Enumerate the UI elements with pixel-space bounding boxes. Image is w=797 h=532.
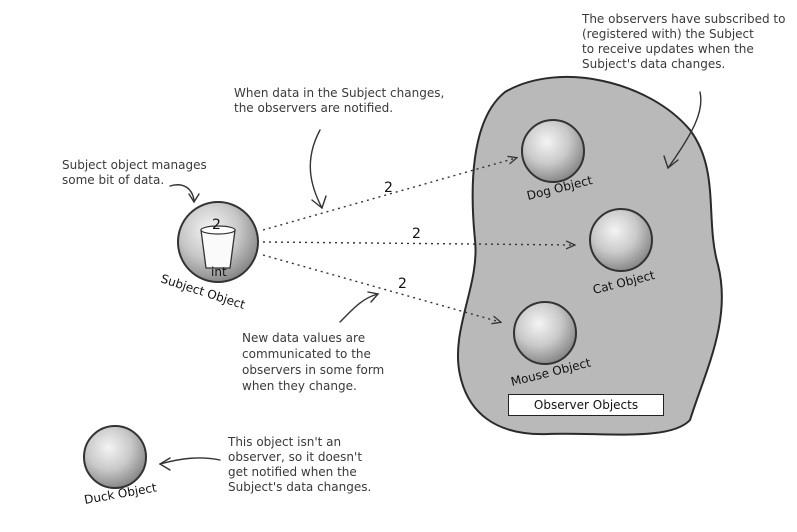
notification-arrows bbox=[262, 158, 574, 322]
pointer-observers-subscribed bbox=[667, 91, 702, 169]
subject-value: 2 bbox=[212, 217, 221, 233]
pointer-arrows bbox=[158, 91, 702, 471]
note-data-changes: When data in the Subject changes, the ob… bbox=[234, 86, 445, 115]
cup-icon bbox=[200, 229, 236, 269]
duck-object: Duck Object bbox=[83, 425, 158, 507]
pointer-subject-manages bbox=[169, 184, 195, 201]
subject-type: int bbox=[211, 265, 227, 279]
notify-value-mouse: 2 bbox=[398, 276, 407, 292]
observer-objects-label: Observer Objects bbox=[508, 394, 664, 416]
notify-arrow-mouse bbox=[262, 254, 500, 322]
pointer-data-changes bbox=[309, 129, 323, 209]
notify-value-dog: 2 bbox=[384, 180, 393, 196]
note-observers-subscribed: The observers have subscribed to (regist… bbox=[582, 12, 786, 71]
note-not-observer: This object isn't an observer, so it doe… bbox=[228, 435, 372, 494]
cat-object: Cat Object bbox=[589, 208, 656, 297]
note-new-values: New data values are communicated to the … bbox=[242, 331, 385, 393]
subject-object: 2 int Subject Object bbox=[159, 201, 259, 312]
notify-arrow-dog bbox=[262, 158, 516, 231]
pointer-new-values bbox=[339, 293, 379, 323]
note-subject-manages: Subject object manages some bit of data. bbox=[62, 158, 207, 187]
pointer-not-observer bbox=[159, 457, 221, 465]
notify-value-cat: 2 bbox=[412, 226, 421, 242]
observer-region bbox=[456, 75, 723, 436]
notify-arrow-cat bbox=[262, 242, 574, 245]
